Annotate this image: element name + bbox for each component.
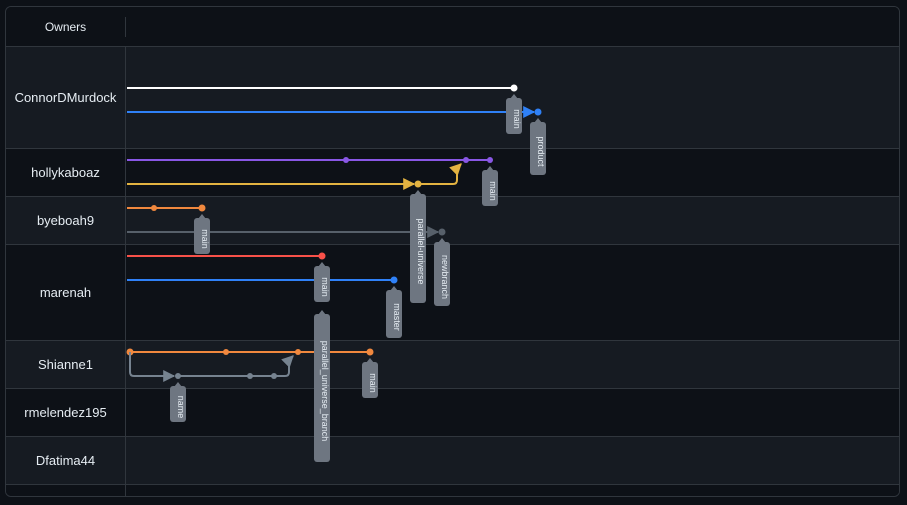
commit-dot[interactable]: [510, 84, 518, 92]
merge-path: [418, 163, 462, 185]
commit-dot[interactable]: [366, 348, 374, 356]
commit-dot[interactable]: [198, 204, 206, 212]
owner-name[interactable]: Dfatima44: [6, 437, 126, 484]
branch-label-text: main: [200, 229, 210, 249]
owner-row-connordmurdock: ConnorDMurdock: [6, 47, 899, 149]
commit-dot[interactable]: [487, 157, 493, 163]
branch-label-text: main: [320, 277, 330, 297]
network-graph-panel: Owners ConnorDMurdock hollykaboaz byeboa…: [5, 6, 900, 497]
branch-label-tag[interactable]: product: [530, 118, 546, 175]
branch-label-tag[interactable]: main: [314, 262, 330, 302]
branch-label-tag[interactable]: parallel_universe_branch: [314, 310, 330, 462]
owner-row-rmelendez195: rmelendez195: [6, 389, 899, 437]
branch-label-text: parallel-universe: [416, 218, 426, 284]
owner-name[interactable]: hollykaboaz: [6, 149, 126, 196]
branch-label-text: product: [536, 136, 546, 167]
branch-label-text: name: [176, 396, 186, 419]
owner-row-marenah: marenah: [6, 245, 899, 341]
commit-dot[interactable]: [343, 157, 349, 163]
branch-path-shianne-name: [129, 352, 176, 382]
owner-name[interactable]: rmelendez195: [6, 389, 126, 436]
commit-dot[interactable]: [295, 349, 301, 355]
commit-dot[interactable]: [463, 157, 469, 163]
branch-label-tag[interactable]: newbranch: [434, 238, 450, 306]
branch-label-text: main: [368, 373, 378, 393]
owner-row-byeboah9: byeboah9: [6, 197, 899, 245]
owner-cell-empty: [6, 485, 126, 496]
branch-label-text: master: [392, 303, 402, 331]
branch-label-text: parallel_universe_branch: [320, 341, 330, 442]
commit-dot[interactable]: [534, 108, 542, 116]
commit-dot[interactable]: [247, 373, 253, 379]
branch-label-text: main: [488, 181, 498, 201]
header-row: Owners: [6, 7, 899, 47]
owner-row-trailing: [6, 485, 899, 496]
owner-name[interactable]: Shianne1: [6, 341, 126, 388]
branch-label-tag[interactable]: main: [194, 214, 210, 254]
commit-dot[interactable]: [175, 373, 181, 379]
commit-dot[interactable]: [318, 252, 326, 260]
commit-graph: main product main parallel-universe newbranc…: [126, 84, 546, 462]
merge-path: [274, 355, 294, 377]
branch-label-tag[interactable]: main: [482, 166, 498, 206]
branch-label-text: newbranch: [440, 255, 450, 299]
branch-label-tag[interactable]: main: [362, 358, 378, 398]
commit-dot[interactable]: [151, 205, 157, 211]
owner-row-dfatima44: Dfatima44: [6, 437, 899, 485]
commit-dot[interactable]: [223, 349, 229, 355]
commit-dot[interactable]: [390, 276, 398, 284]
owner-name[interactable]: marenah: [6, 245, 126, 340]
owner-name[interactable]: ConnorDMurdock: [6, 47, 126, 148]
branch-label-tag[interactable]: master: [386, 286, 402, 338]
branch-label-tag[interactable]: main: [506, 94, 522, 134]
owners-column-header: Owners: [6, 17, 126, 37]
branch-label-tag[interactable]: name: [170, 382, 186, 422]
branch-label-tag[interactable]: parallel-universe: [410, 190, 426, 303]
commit-dot[interactable]: [438, 228, 446, 236]
branch-label-text: main: [512, 109, 522, 129]
owner-row-shianne1: Shianne1: [6, 341, 899, 389]
owner-name[interactable]: byeboah9: [6, 197, 126, 244]
